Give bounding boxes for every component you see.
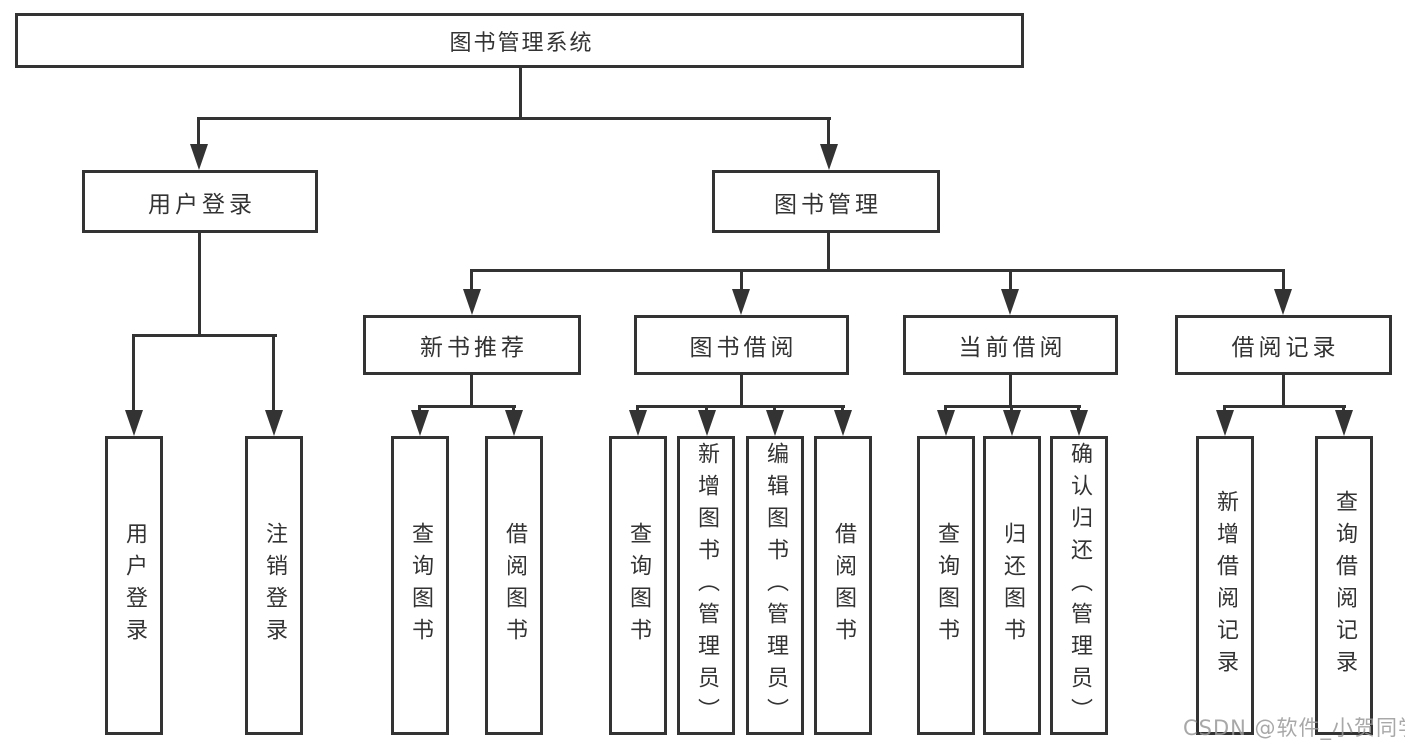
- leaf-recommend-borrow-books: 借阅图书: [485, 436, 543, 735]
- node-borrowing-records: 借阅记录: [1175, 315, 1392, 375]
- node-current-borrowing: 当前借阅: [903, 315, 1118, 375]
- node-new-book-recommendation: 新书推荐: [363, 315, 581, 375]
- connector-to-user-login: [197, 117, 200, 147]
- arrowhead-current-borrowing: [1001, 289, 1019, 315]
- connector-to-leaf: [1342, 405, 1345, 413]
- csdn-watermark: CSDN @软件_小贺同学: [1183, 716, 1405, 740]
- connector-to-recommendation: [470, 269, 473, 291]
- node-book-management: 图书管理: [712, 170, 940, 233]
- leaf-edit-books-admin: 编辑图书（管理员）: [746, 436, 804, 735]
- arrowhead-leaf-logout: [265, 410, 283, 436]
- connector-to-leaf: [636, 405, 639, 413]
- connector-to-leaf: [418, 405, 421, 413]
- leaf-borrow-query-books: 查询图书: [609, 436, 667, 735]
- connector-to-leaf-user-login: [132, 334, 135, 412]
- connector-to-current-borrowing: [1009, 269, 1012, 291]
- node-book-borrowing: 图书借阅: [634, 315, 849, 375]
- leaf-add-books-admin: 新增图书（管理员）: [677, 436, 735, 735]
- arrowhead-book-borrowing: [732, 289, 750, 315]
- arrowhead-leaf-confirm-return: [1070, 410, 1088, 436]
- arrowhead-book-management: [820, 144, 838, 170]
- arrowhead-leaf-return-books: [1003, 410, 1021, 436]
- leaf-user-login: 用户登录: [105, 436, 163, 735]
- connector-current-borrowing-stem: [1009, 375, 1012, 407]
- connector-to-book-borrowing: [740, 269, 743, 291]
- arrowhead-user-login: [190, 144, 208, 170]
- connector-borrowing-records-stem: [1282, 375, 1285, 407]
- arrowhead-recommendation: [463, 289, 481, 315]
- arrowhead-leaf-query-borrow-record: [1335, 410, 1353, 436]
- node-user-login: 用户登录: [82, 170, 318, 233]
- connector-to-leaf: [1077, 405, 1080, 413]
- leaf-logout: 注销登录: [245, 436, 303, 735]
- connector-borrowing-records-rail: [1223, 405, 1346, 408]
- arrowhead-leaf-query-books-3: [937, 410, 955, 436]
- leaf-borrow-books: 借阅图书: [814, 436, 872, 735]
- connector-to-leaf: [773, 405, 776, 413]
- connector-to-leaf: [512, 405, 515, 413]
- connector-to-book-management: [827, 117, 830, 147]
- connector-to-leaf: [1223, 405, 1226, 413]
- connector-to-leaf: [705, 405, 708, 413]
- leaf-recommend-query-books: 查询图书: [391, 436, 449, 735]
- leaf-current-query-books: 查询图书: [917, 436, 975, 735]
- connector-to-leaf-logout: [272, 334, 275, 412]
- arrowhead-leaf-add-borrow-record: [1216, 410, 1234, 436]
- connector-book-management-stem: [827, 233, 830, 271]
- connector-user-login-stem: [198, 233, 201, 336]
- arrowhead-leaf-query-books-2: [629, 410, 647, 436]
- connector-to-leaf: [841, 405, 844, 413]
- arrowhead-leaf-user-login: [125, 410, 143, 436]
- connector-book-borrowing-rail: [636, 405, 845, 408]
- arrowhead-leaf-query-books-1: [411, 410, 429, 436]
- node-library-management-system: 图书管理系统: [15, 13, 1024, 68]
- connector-root-stem: [519, 68, 522, 120]
- connector-to-borrowing-records: [1282, 269, 1285, 291]
- connector-recommendation-rail: [418, 405, 516, 408]
- connector-recommendation-stem: [470, 375, 473, 407]
- arrowhead-leaf-edit-books: [766, 410, 784, 436]
- connector-level2-rail: [470, 269, 1285, 272]
- connector-to-leaf: [1010, 405, 1013, 413]
- leaf-query-borrow-record: 查询借阅记录: [1315, 436, 1373, 735]
- arrowhead-leaf-add-books: [698, 410, 716, 436]
- leaf-return-books: 归还图书: [983, 436, 1041, 735]
- leaf-add-borrow-record: 新增借阅记录: [1196, 436, 1254, 735]
- arrowhead-borrowing-records: [1274, 289, 1292, 315]
- leaf-confirm-return-admin: 确认归还（管理员）: [1050, 436, 1108, 735]
- connector-to-leaf: [944, 405, 947, 413]
- arrowhead-leaf-borrow-books-2: [834, 410, 852, 436]
- connector-user-login-rail: [132, 334, 277, 337]
- arrowhead-leaf-borrow-books-1: [505, 410, 523, 436]
- connector-level1-rail: [198, 117, 831, 120]
- connector-book-borrowing-stem: [740, 375, 743, 407]
